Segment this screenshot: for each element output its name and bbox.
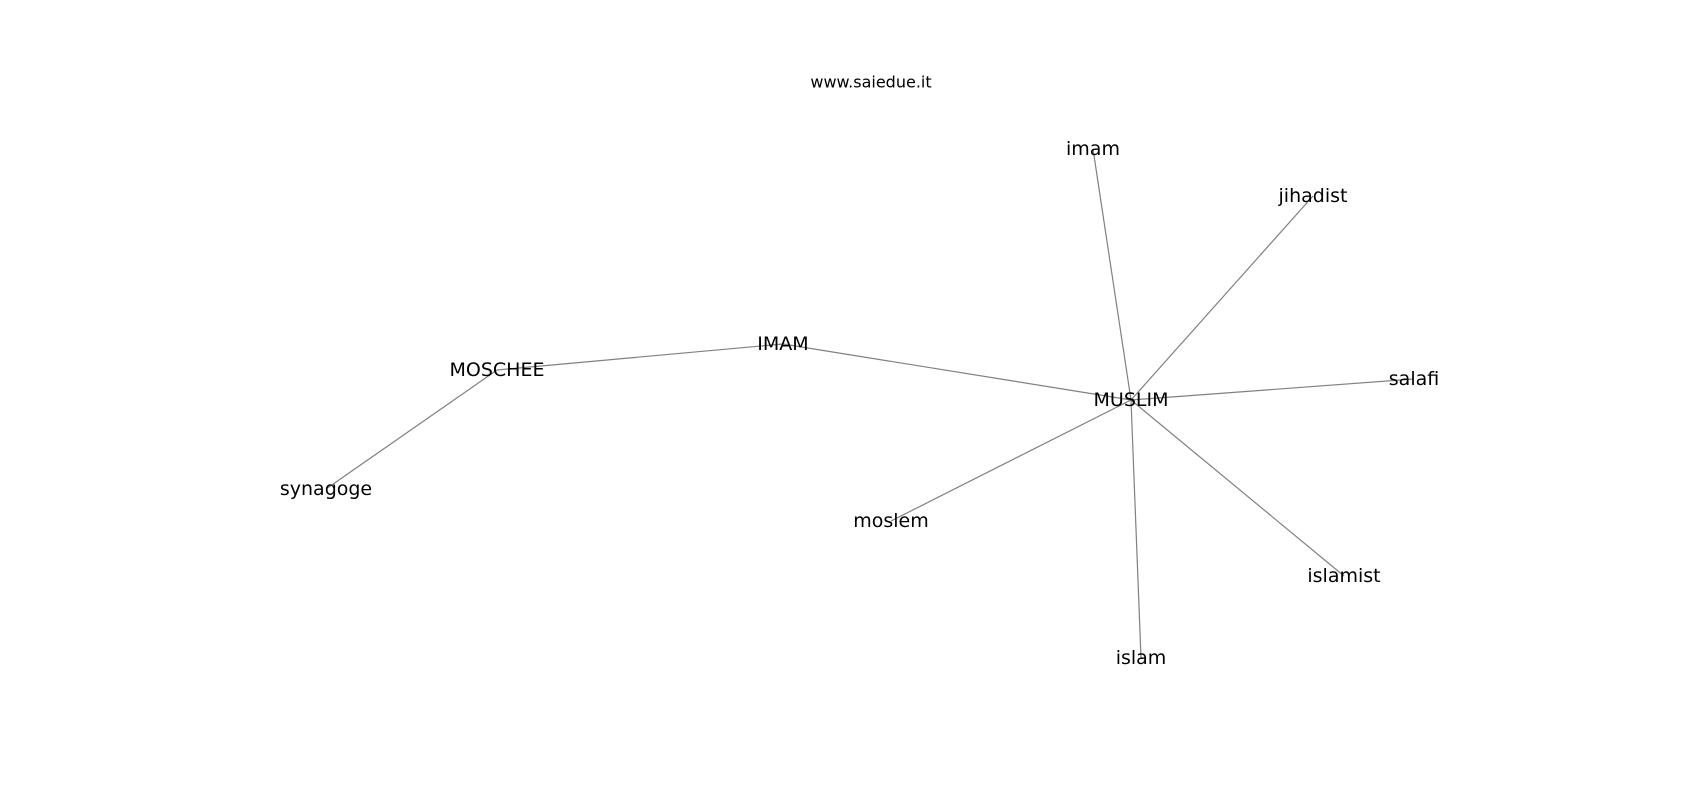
watermark-text: www.saiedue.it [810, 73, 931, 92]
edge-muslim-salafi [1130, 378, 1415, 401]
node-label-synagoge: synagoge [280, 478, 372, 500]
node-label-jihadist: jihadist [1278, 185, 1348, 207]
edge-muslim-moslem [890, 399, 1132, 522]
edge-muslim-jihadist [1130, 195, 1314, 401]
node-label-islamist: islamist [1307, 565, 1380, 587]
nodes-layer: MUSLIM IMAM MOSCHEE synagoge imam jihadist sal… [280, 138, 1439, 669]
node-label-imam: IMAM [757, 333, 808, 355]
node-label-moschee: MOSCHEE [450, 359, 545, 381]
edge-imam-muslim [782, 343, 1132, 401]
node-label-moslem: moslem [853, 510, 929, 532]
edge-muslim-islam [1130, 399, 1142, 659]
node-label-salafi: salafi [1389, 368, 1439, 390]
node-label-imam: imam [1066, 138, 1120, 160]
edge-moschee-synagoge [325, 369, 498, 490]
node-label-islam: islam [1116, 647, 1167, 669]
edges-layer [325, 148, 1415, 659]
node-label-muslim: MUSLIM [1094, 389, 1169, 411]
edge-moschee-imam [496, 343, 784, 371]
edge-muslim-islamist [1130, 399, 1345, 577]
edge-muslim-imam [1092, 148, 1132, 401]
